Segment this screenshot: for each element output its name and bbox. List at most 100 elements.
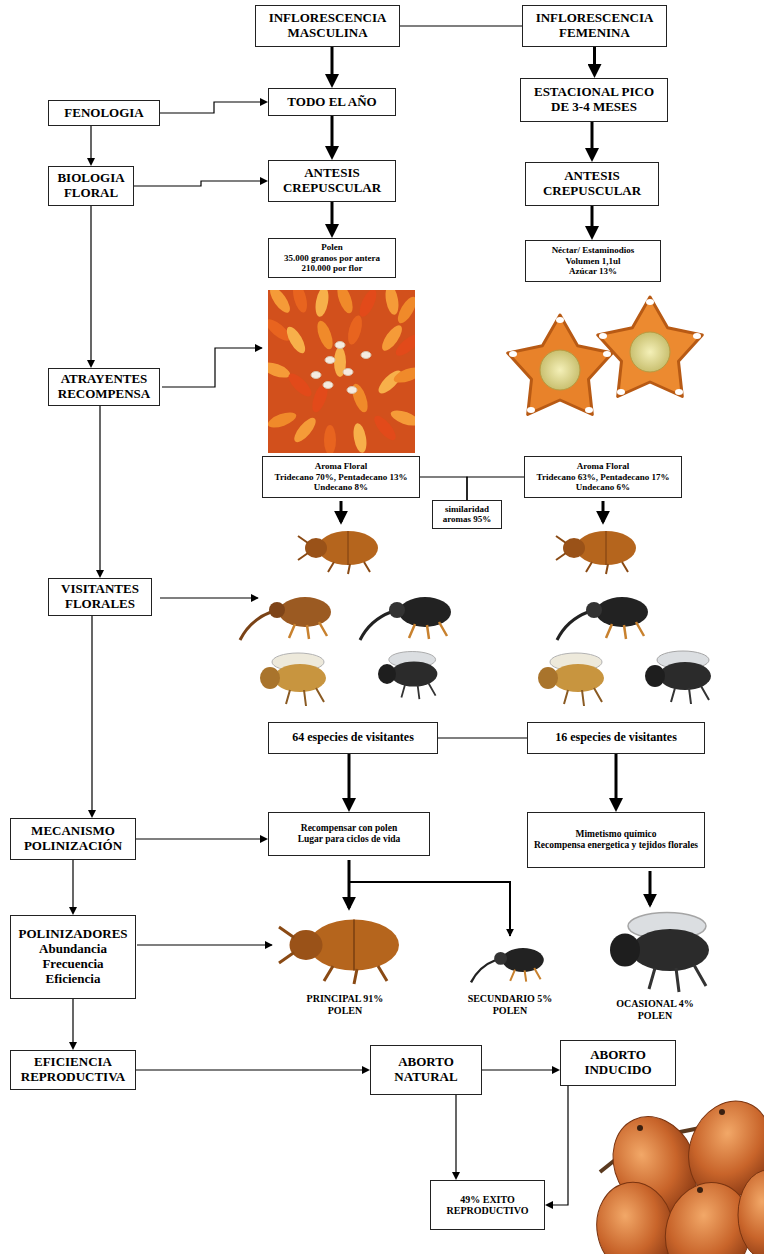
insect-photo — [645, 651, 711, 704]
flower-photo — [314, 319, 336, 351]
flower-photo — [335, 342, 345, 349]
flow-box: BIOLOGIA FLORAL — [48, 166, 134, 206]
box-text: Aroma Floral — [267, 461, 415, 471]
nectar-flower-photo — [508, 315, 613, 415]
box-text: Tridecano 70%, Pentadecano 13% — [267, 472, 415, 482]
flow-box: MECANISMO POLINIZACIÓN — [10, 818, 136, 860]
box-text: Abundancia Frecuencia Eficiencia — [15, 942, 131, 987]
flower-photo — [393, 331, 415, 359]
nectar-flower-photo — [585, 407, 593, 413]
flow-arrow — [420, 477, 467, 500]
flow-arrow — [136, 1069, 364, 1070]
flow-box: Aroma FloralTridecano 63%, Pentadecano 1… — [524, 456, 682, 498]
flow-box: Néctar/ EstaminodiosVolumen 1,1ulAzúcar … — [525, 240, 661, 282]
flower-photo — [383, 290, 400, 316]
flow-arrow — [551, 1086, 568, 1205]
flow-box: Aroma FloralTridecano 70%, Pentadecano 1… — [262, 456, 420, 498]
leader-arrow — [160, 597, 258, 598]
box-text: Polen — [273, 242, 391, 252]
flow-box: EFICIENCIA REPRODUCTIVA — [10, 1050, 136, 1090]
insect-photo — [378, 652, 437, 700]
flow-box: Mimetismo químicoRecompensa energetica y… — [527, 812, 705, 868]
box-text: INFLORESCENCIA MASCULINA — [260, 11, 395, 41]
nectar-flower-photo — [617, 389, 625, 395]
nectar-flower-photo — [556, 317, 564, 323]
flow-box: POLINIZADORESAbundancia Frecuencia Efici… — [10, 915, 136, 999]
flower-photo — [334, 290, 356, 315]
flow-box: Recompensar con polenLugar para ciclos d… — [268, 812, 430, 856]
nectar-flower-photo — [508, 297, 703, 415]
pollinator-photo — [471, 948, 544, 982]
flower-photo — [356, 290, 380, 319]
nectar-flower-photo — [603, 351, 611, 357]
fruit-photo — [738, 1170, 764, 1254]
box-text: ABORTO NATURAL — [375, 1055, 477, 1085]
flow-box: 64 especies de visitantes — [268, 722, 438, 754]
leader-arrow — [162, 348, 262, 387]
box-text: Aroma Floral — [529, 461, 677, 471]
flow-box: FENOLOGIA — [48, 100, 160, 126]
box-text: 210.000 por flor — [273, 263, 391, 273]
insect-photo — [556, 531, 636, 574]
flower-photo — [283, 324, 308, 356]
flower-photo — [311, 372, 321, 379]
insect-photo — [240, 531, 711, 706]
flow-box: 49% EXITO REPRODUCTIVO — [430, 1180, 545, 1230]
flow-arrow — [591, 206, 594, 230]
flow-box: ABORTO INDUCIDO — [560, 1040, 676, 1086]
pollinator-label: SECUNDARIO 5% POLEN — [465, 993, 555, 1017]
box-text: EFICIENCIA REPRODUCTIVA — [15, 1055, 131, 1085]
leader-arrow — [137, 944, 272, 945]
box-text: Undecano 8% — [267, 482, 415, 492]
flower-photo — [394, 294, 415, 326]
pollinator-label: OCASIONAL 4% POLEN — [600, 998, 710, 1022]
flow-arrow — [467, 477, 524, 500]
insect-photo — [298, 531, 378, 574]
insect-photo — [360, 597, 451, 640]
pollinator-label: PRINCIPAL 91% POLEN — [300, 993, 390, 1017]
flow-arrow — [455, 1095, 456, 1174]
leader-arrow — [348, 860, 351, 908]
flow-arrow — [90, 126, 91, 160]
flow-arrow — [482, 1069, 554, 1070]
pollinator-photo — [279, 920, 399, 985]
leader-arrow — [602, 501, 605, 522]
box-text: Volumen 1,1ul — [530, 256, 656, 266]
flow-arrow — [91, 616, 92, 812]
box-text: INFLORESCENCIA FEMENINA — [527, 11, 662, 41]
pollinator-photo — [610, 913, 709, 993]
box-text: Tridecano 63%, Pentadecano 17% — [529, 472, 677, 482]
nectar-flower-photo — [675, 389, 683, 395]
flower-photo — [290, 290, 309, 314]
box-text: Recompensar con polen — [273, 823, 425, 834]
leader-arrow — [340, 501, 343, 522]
box-text: VISITANTES FLORALES — [53, 582, 147, 612]
flower-photo — [268, 290, 294, 316]
flow-arrow — [400, 25, 522, 26]
box-text: 49% EXITO REPRODUCTIVO — [435, 1194, 540, 1217]
box-text: Mimetismo químico — [532, 829, 700, 840]
flower-photo — [324, 425, 336, 453]
box-text: ANTESIS CREPUSCULAR — [530, 169, 654, 199]
nectar-flower-photo — [540, 350, 580, 390]
flow-arrow — [72, 860, 73, 909]
box-text: 64 especies de visitantes — [273, 731, 433, 745]
flower-photo — [389, 407, 415, 429]
flow-arrow — [99, 406, 100, 572]
fruit-photo — [697, 1187, 703, 1193]
fruit-photo — [590, 1089, 764, 1254]
box-text: ESTACIONAL PICO DE 3-4 MESES — [525, 85, 663, 115]
flower-photo — [343, 369, 353, 376]
insect-photo — [260, 653, 326, 706]
flow-arrow — [136, 838, 262, 839]
flower-photo — [392, 364, 415, 386]
flow-box: ATRAYENTES RECOMPENSA — [48, 368, 160, 406]
box-text: ANTESIS CREPUSCULAR — [273, 166, 391, 196]
flower-photo — [285, 370, 315, 400]
flow-arrow — [348, 754, 351, 802]
flow-arrow — [438, 737, 527, 738]
flower-photo — [313, 290, 330, 318]
box-text: similaridad aromas 95% — [437, 504, 497, 525]
flower-photo — [323, 382, 333, 389]
